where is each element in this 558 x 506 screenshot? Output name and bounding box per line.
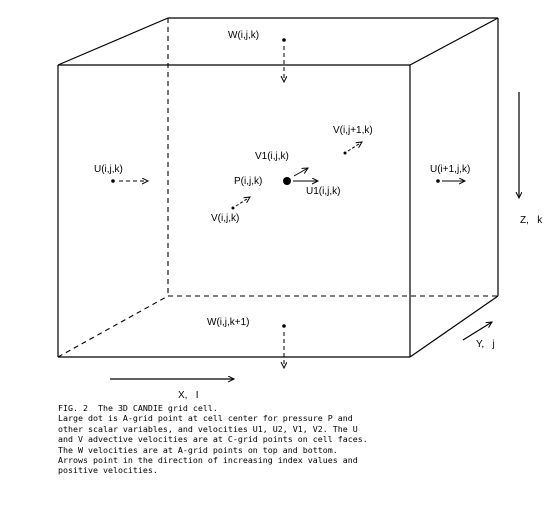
v-back-label: V(i,j+1,k) — [333, 125, 373, 136]
caption-line: Large dot is A-grid point at cell center… — [58, 413, 353, 424]
u-left-label: U(i,j,k) — [94, 164, 123, 175]
p-center-point — [283, 177, 291, 185]
cube-visible-edges — [57, 17, 499, 358]
u-right-point — [436, 179, 440, 183]
u-right-label: U(i+1,j,k) — [430, 164, 470, 175]
w-bottom-label: W(i,j,k+1) — [207, 317, 250, 328]
caption-line: positive velocities. — [58, 465, 158, 476]
z-axis-label: Z, k — [520, 215, 543, 226]
v-front-label: V(i,j,k) — [211, 213, 239, 224]
figure-caption: FIG. 2 The 3D CANDIE grid cell. Large do… — [58, 403, 538, 476]
u1-label: U1(i,j,k) — [306, 186, 340, 197]
p-label: P(i,j,k) — [234, 176, 262, 187]
v-front-point — [231, 206, 235, 210]
x-axis-label: X, I — [178, 390, 199, 400]
y-axis-arrow — [462, 322, 492, 341]
caption-line: other scalar variables, and velocities U… — [58, 423, 358, 434]
w-top-label: W(i,j,k) — [228, 30, 259, 41]
caption-line: Arrows point in the direction of increas… — [58, 455, 358, 466]
u-left-point — [111, 179, 115, 183]
w-bottom-point — [282, 324, 286, 328]
caption-title: FIG. 2 The 3D CANDIE grid cell. — [58, 403, 218, 413]
y-axis-label: Y, j — [476, 339, 495, 350]
v-front-arrow — [235, 197, 250, 207]
cube-hidden-edges — [57, 18, 498, 358]
v1-label: V1(i,j,k) — [255, 151, 289, 162]
v-back-point — [343, 151, 347, 155]
v-back-arrow — [347, 142, 362, 152]
caption-line: The W velocities are at A-grid points on… — [58, 444, 338, 455]
w-top-point — [282, 38, 286, 42]
cube-front-face — [57, 64, 411, 358]
caption-line: and V advective velocities are at C-grid… — [58, 434, 368, 445]
v1-arrow — [293, 168, 308, 177]
grid-cell-diagram: W(i,j,k) W(i,j,k+1) U(i,j,k) U(i+1,j,k) … — [57, 17, 543, 400]
